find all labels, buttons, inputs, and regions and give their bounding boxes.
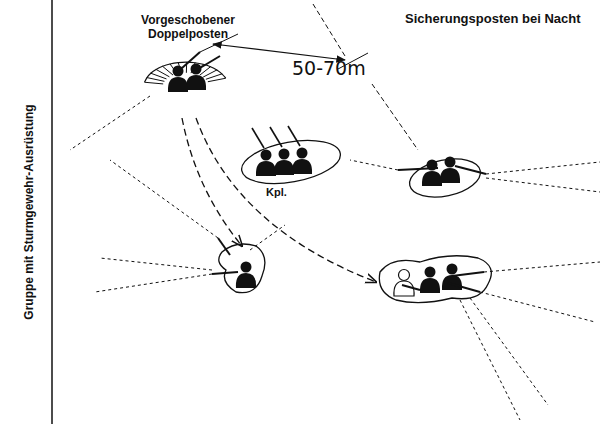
title: Sicherungsposten bei Nacht bbox=[405, 12, 581, 27]
foxhole-outline bbox=[236, 124, 346, 208]
side-label: Gruppe mit Sturmgewehr-Ausrüstung bbox=[23, 104, 37, 319]
dimension-label: 50-70m bbox=[292, 58, 366, 80]
squad-leader-hole: Kpl. bbox=[236, 124, 346, 208]
post-label: Vorgeschobener Doppelposten bbox=[128, 14, 248, 42]
rank-label: Kpl. bbox=[266, 186, 287, 199]
forward-post: Vorgeschobener Doppelposten bbox=[128, 14, 248, 118]
